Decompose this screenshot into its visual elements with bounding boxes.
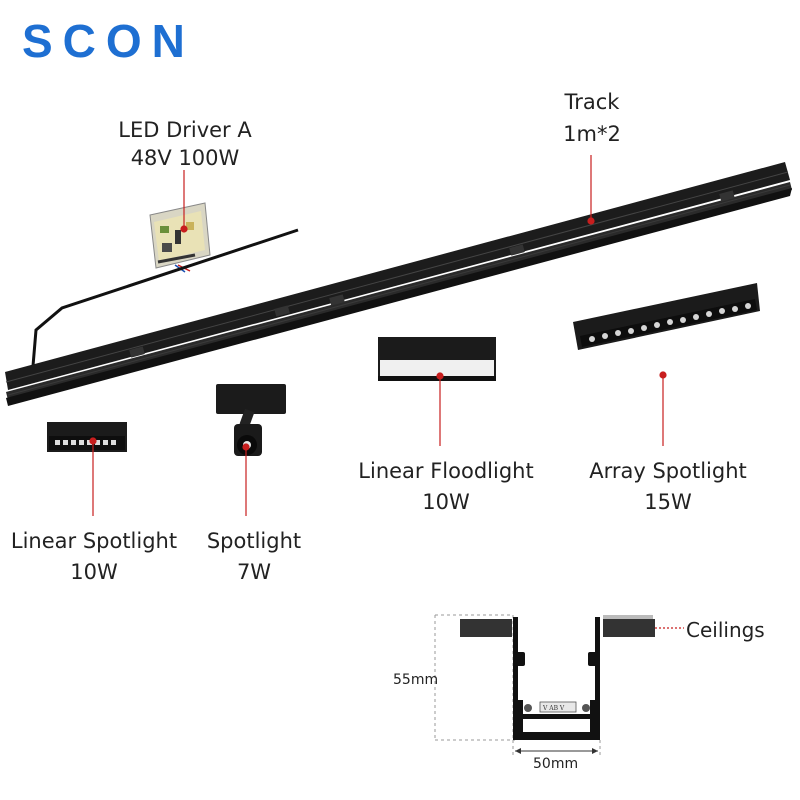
driver-spec: 48V 100W bbox=[130, 146, 240, 170]
label-linear-floodlight: Linear Floodlight 10W bbox=[350, 456, 542, 518]
label-track: Track 1m*2 bbox=[544, 88, 640, 148]
linear-spotlight-name: Linear Spotlight bbox=[10, 529, 178, 553]
spotlight-image bbox=[216, 384, 286, 456]
array-spotlight-image bbox=[573, 283, 760, 350]
track-spec: 1m*2 bbox=[563, 122, 621, 146]
spotlight-name: Spotlight bbox=[206, 529, 302, 553]
callout-lines bbox=[89, 155, 667, 516]
linear-floodlight-image bbox=[378, 337, 496, 381]
power-cable bbox=[30, 228, 299, 379]
driver-name: LED Driver A bbox=[118, 118, 252, 142]
label-ceilings: Ceilings bbox=[686, 618, 765, 642]
array-spotlight-spec: 15W bbox=[644, 490, 692, 514]
label-driver: LED Driver A 48V 100W bbox=[108, 116, 262, 172]
label-spotlight: Spotlight 7W bbox=[200, 526, 308, 588]
linear-spotlight-image bbox=[47, 422, 127, 452]
label-width: 50mm bbox=[533, 756, 579, 772]
label-height: 55mm bbox=[393, 672, 439, 688]
linear-floodlight-name: Linear Floodlight bbox=[358, 459, 534, 483]
array-spotlight-name: Array Spotlight bbox=[589, 459, 747, 483]
linear-spotlight-spec: 10W bbox=[70, 560, 118, 584]
label-linear-spotlight: Linear Spotlight 10W bbox=[8, 526, 180, 588]
brand-logo: SCON bbox=[22, 15, 195, 67]
track-name: Track bbox=[564, 90, 620, 114]
linear-floodlight-spec: 10W bbox=[422, 490, 470, 514]
strip-marking: V AB V bbox=[542, 705, 565, 712]
spotlight-spec: 7W bbox=[236, 560, 272, 584]
label-array-spotlight: Array Spotlight 15W bbox=[582, 456, 754, 518]
cross-section-diagram bbox=[434, 614, 684, 755]
